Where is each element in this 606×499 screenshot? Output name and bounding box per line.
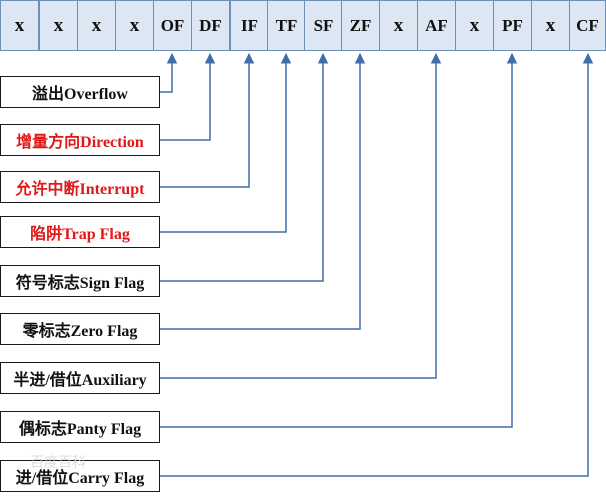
register-bit-reserved-1: x	[39, 0, 78, 51]
register-bit-tf: TF	[267, 0, 306, 51]
flag-label-af: 半进/借位Auxiliary	[0, 362, 160, 394]
register-bit-if: IF	[230, 0, 269, 51]
register-bit-df: DF	[191, 0, 230, 51]
connector-af	[160, 52, 442, 379]
flag-label-if: 允许中断Interrupt	[0, 171, 160, 203]
flag-label-pf: 偶标志Panty Flag	[0, 411, 160, 443]
watermark: 百度百科	[30, 455, 86, 471]
register-bit-af: AF	[417, 0, 456, 51]
register-bit-sf: SF	[304, 0, 343, 51]
register-bit-of: OF	[153, 0, 192, 51]
register-bit-reserved-14: x	[531, 0, 570, 51]
register-bit-pf: PF	[493, 0, 532, 51]
connector-if	[160, 52, 255, 188]
connector-pf	[160, 52, 518, 428]
connector-df	[160, 52, 216, 141]
flag-label-of: 溢出Overflow	[0, 76, 160, 108]
connector-cf	[160, 52, 594, 477]
register-bit-reserved-0: x	[0, 0, 39, 51]
flag-label-df: 增量方向Direction	[0, 124, 160, 156]
flag-label-cf: 进/借位Carry Flag	[0, 460, 160, 492]
flag-label-sf: 符号标志Sign Flag	[0, 265, 160, 297]
flag-label-tf: 陷阱Trap Flag	[0, 216, 160, 248]
connector-zf	[160, 52, 366, 330]
connector-sf	[160, 52, 329, 282]
connector-tf	[160, 52, 292, 233]
flag-label-zf: 零标志Zero Flag	[0, 313, 160, 345]
connector-of	[160, 52, 178, 93]
